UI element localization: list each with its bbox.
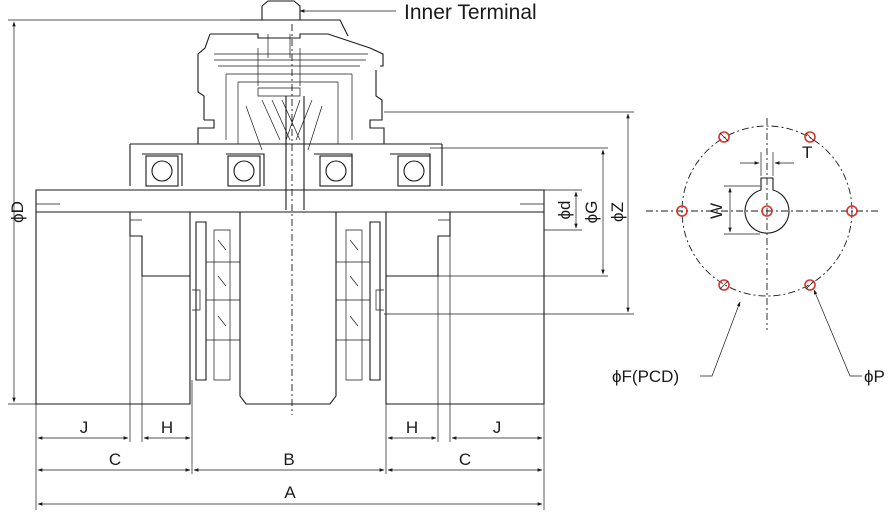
label-H-left: H [161, 418, 173, 437]
bolt-hole [761, 205, 773, 217]
bolt-hole [718, 279, 730, 291]
bolt-holes [676, 131, 858, 291]
label-Z: ϕZ [608, 202, 627, 222]
bolt-hole [676, 205, 688, 217]
dimension-B: B [193, 450, 385, 472]
bearing-left [145, 155, 179, 187]
label-H-right: H [406, 418, 418, 437]
bearing-inner-left [227, 155, 261, 187]
bolt-hole [846, 205, 858, 217]
bearing-inner-right [319, 155, 353, 187]
label-F-pcd: ϕF(PCD) [612, 367, 679, 386]
label-J-left: J [80, 418, 89, 437]
dimension-witness-lines [35, 236, 545, 510]
label-C-right: C [459, 450, 471, 469]
dimension-d: ϕd [544, 189, 582, 231]
label-C-left: C [109, 450, 121, 469]
section-view [35, 0, 545, 415]
dimension-Z: ϕZ [384, 111, 634, 315]
dimension-J-left: J [37, 418, 129, 440]
dimension-A: A [37, 483, 543, 506]
dimension-J-right: J [451, 418, 543, 440]
label-d: ϕd [555, 201, 574, 220]
dimension-G: ϕG [430, 147, 608, 277]
label-J-right: J [493, 418, 502, 437]
bolt-hole [718, 131, 730, 143]
inner-terminal-callout: Inner Terminal [299, 1, 537, 24]
label-G: ϕG [582, 201, 601, 224]
inner-terminal-label: Inner Terminal [404, 1, 537, 24]
dimension-C-left: C [37, 450, 191, 472]
dimension-H-left: H [143, 418, 191, 440]
end-view: T W ϕF(PCD) ϕP [612, 118, 885, 386]
pcd-circle [681, 125, 853, 297]
bolt-hole [804, 279, 816, 291]
dimension-H-right: H [387, 418, 437, 440]
label-B: B [283, 450, 294, 469]
label-W: W [707, 203, 726, 219]
bearing-right [397, 155, 431, 187]
dimension-C-right: C [387, 450, 543, 472]
label-D: ϕD [8, 201, 27, 223]
label-T: T [802, 143, 812, 162]
label-P: ϕP [864, 367, 885, 386]
bolt-hole [804, 131, 816, 143]
dimension-D: ϕD [8, 19, 240, 405]
label-A: A [284, 483, 296, 502]
